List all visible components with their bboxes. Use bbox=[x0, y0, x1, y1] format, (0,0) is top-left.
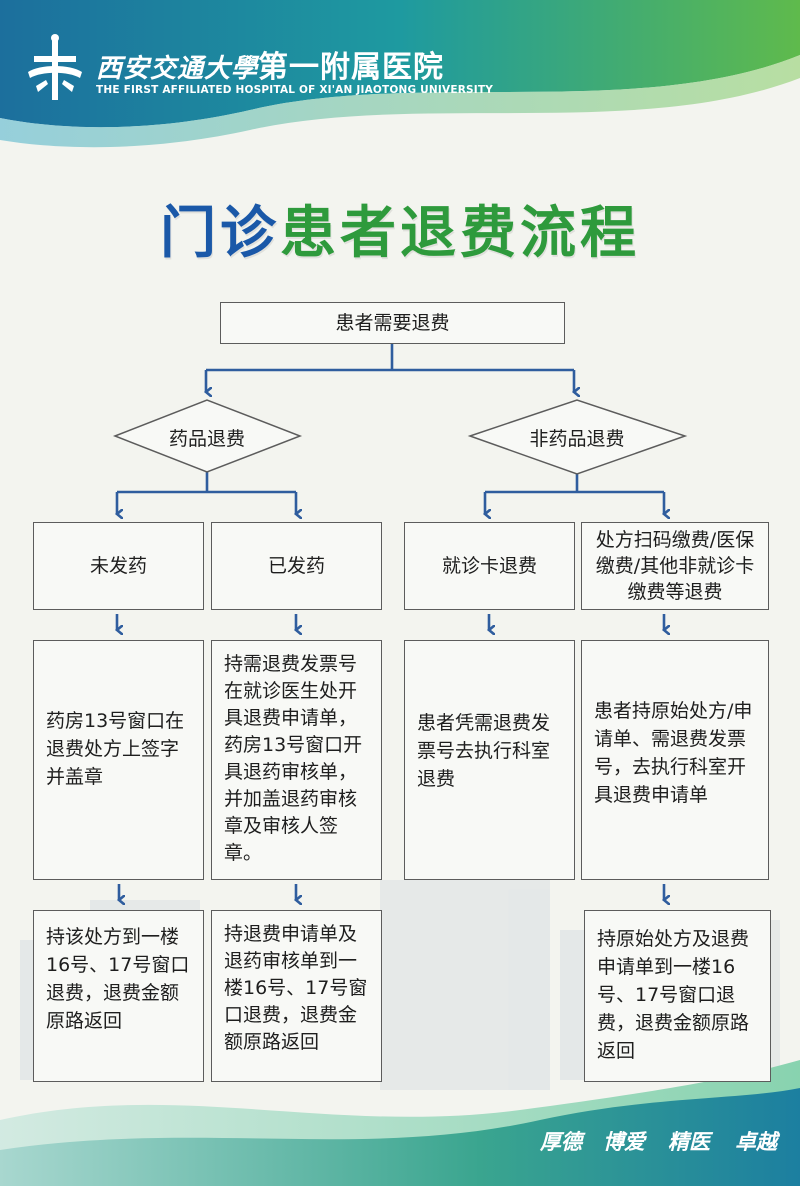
drug-not-dispensed-label: 未发药 bbox=[89, 555, 147, 577]
final-other-text: 持原始处方及退费申请单到一楼16号、17号窗口退费，退费金额原路返回 bbox=[597, 928, 750, 1062]
hospital-name: 西安交通大學第一附属医院 bbox=[96, 42, 444, 86]
nondrug-other-label: 处方扫码缴费/医保缴费/其他非就诊卡缴费等退费 bbox=[595, 529, 755, 603]
diamond-drug bbox=[112, 399, 303, 473]
step-other-box: 患者持原始处方/申请单、需退费发票号，去执行科室开具退费申请单 bbox=[581, 640, 769, 880]
slogan-1: 厚德 bbox=[540, 1130, 582, 1154]
step-not-dispensed-text: 药房13号窗口在退费处方上签字并盖章 bbox=[46, 710, 185, 788]
drug-dispensed-label: 已发药 bbox=[267, 555, 325, 577]
step-dispensed-box: 持需退费发票号在就诊医生处开具退费申请单，药房13号窗口开具退药审核单，并加盖退… bbox=[211, 640, 382, 880]
start-label: 患者需要退费 bbox=[335, 312, 450, 334]
page-title: 门诊患者退费流程 bbox=[0, 188, 800, 269]
step-not-dispensed-box: 药房13号窗口在退费处方上签字并盖章 bbox=[33, 640, 204, 880]
hospital-logo-icon bbox=[28, 34, 82, 100]
branch-nondrug-label: 非药品退费 bbox=[529, 428, 625, 450]
hospital-name-en: THE FIRST AFFILIATED HOSPITAL OF XI'AN J… bbox=[96, 84, 494, 96]
hospital-name-dept: 第一附属医院 bbox=[258, 50, 445, 85]
title-part2: 患者退费流程 bbox=[280, 201, 640, 266]
branch-drug-label: 药品退费 bbox=[168, 428, 245, 450]
nondrug-card-label: 就诊卡退费 bbox=[441, 555, 537, 577]
hospital-name-script: 西安交通大學 bbox=[96, 54, 259, 84]
step-other-text: 患者持原始处方/申请单、需退费发票号，去执行科室开具退费申请单 bbox=[594, 700, 753, 806]
step-dispensed-text: 持需退费发票号在就诊医生处开具退费申请单，药房13号窗口开具退药审核单，并加盖退… bbox=[224, 653, 363, 864]
start-box: 患者需要退费 bbox=[220, 302, 565, 344]
nondrug-card-box: 就诊卡退费 bbox=[404, 522, 575, 610]
final-other-box: 持原始处方及退费申请单到一楼16号、17号窗口退费，退费金额原路返回 bbox=[584, 910, 771, 1082]
nondrug-other-box: 处方扫码缴费/医保缴费/其他非就诊卡缴费等退费 bbox=[581, 522, 769, 610]
final-not-dispensed-box: 持该处方到一楼16号、17号窗口退费，退费金额原路返回 bbox=[33, 910, 204, 1082]
step-card-box: 患者凭需退费发票号去执行科室退费 bbox=[404, 640, 575, 880]
slogan-4: 卓越 bbox=[735, 1130, 777, 1154]
drug-dispensed-box: 已发药 bbox=[211, 522, 382, 610]
final-not-dispensed-text: 持该处方到一楼16号、17号窗口退费，退费金额原路返回 bbox=[46, 926, 190, 1032]
slogan-2: 博爱 bbox=[603, 1130, 645, 1154]
slogan-3: 精医 bbox=[668, 1130, 710, 1154]
step-card-text: 患者凭需退费发票号去执行科室退费 bbox=[417, 712, 551, 790]
diamond-nondrug bbox=[467, 399, 688, 475]
final-dispensed-text: 持退费申请单及退药审核单到一楼16号、17号窗口退费，退费金额原路返回 bbox=[224, 923, 368, 1053]
final-dispensed-box: 持退费申请单及退药审核单到一楼16号、17号窗口退费，退费金额原路返回 bbox=[211, 910, 382, 1082]
drug-not-dispensed-box: 未发药 bbox=[33, 522, 204, 610]
title-part1: 门诊 bbox=[160, 201, 280, 266]
header: 西安交通大學第一附属医院 THE FIRST AFFILIATED HOSPIT… bbox=[0, 0, 800, 120]
